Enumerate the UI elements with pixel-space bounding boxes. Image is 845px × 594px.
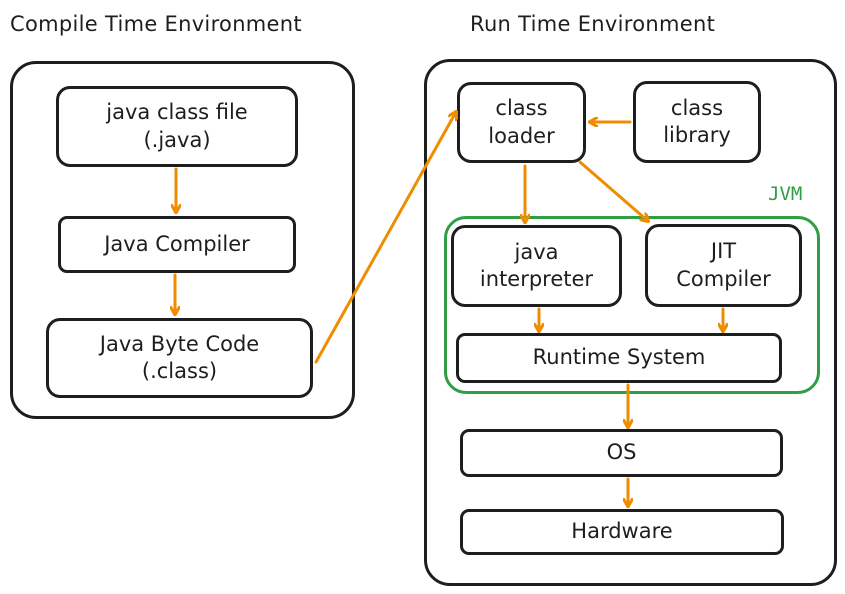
run-time-container xyxy=(424,59,837,586)
java-source-file-line-1: java class file xyxy=(106,100,248,125)
java-compiler-label: Java Compiler xyxy=(104,231,250,256)
class-loader-box: class loader xyxy=(457,82,586,163)
java-interpreter-box: java interpreter xyxy=(451,225,622,307)
java-byte-code-line-2: (.class) xyxy=(141,359,218,383)
arrow-loader-to-jit xyxy=(578,160,648,221)
java-byte-code-line-1: Java Byte Code xyxy=(99,331,260,356)
java-byte-code-box: Java Byte Code (.class) xyxy=(46,318,313,398)
java-compiler-box: Java Compiler xyxy=(58,216,296,273)
class-library-line-2: library xyxy=(663,123,731,147)
run-time-title: Run Time Environment xyxy=(470,12,716,36)
java-interpreter-line-1: java xyxy=(514,239,559,264)
class-loader-line-2: loader xyxy=(488,123,555,148)
jit-compiler-line-2: Compiler xyxy=(676,266,771,291)
hardware-label: Hardware xyxy=(571,519,673,544)
jit-compiler-box: JIT Compiler xyxy=(645,224,802,307)
java-source-file-line-2: (.java) xyxy=(143,127,211,152)
class-loader-line-1: class xyxy=(495,96,548,121)
jvm-label: JVM xyxy=(768,183,803,205)
compile-time-container xyxy=(10,61,355,419)
jit-compiler-line-1: JIT xyxy=(710,239,737,264)
runtime-system-label: Runtime System xyxy=(532,345,706,370)
arrow-bytecode-to-class-loader xyxy=(314,112,456,364)
java-interpreter-line-2: interpreter xyxy=(479,267,594,291)
jvm-group xyxy=(444,216,820,394)
class-library-box: class library xyxy=(633,81,761,163)
compile-time-title: Compile Time Environment xyxy=(10,12,302,36)
os-label: OS xyxy=(606,440,637,465)
runtime-system-box: Runtime System xyxy=(456,333,782,383)
hardware-box: Hardware xyxy=(460,509,784,555)
os-box: OS xyxy=(460,429,783,477)
java-source-file-box: java class file (.java) xyxy=(56,86,298,167)
class-library-line-1: class xyxy=(670,95,724,120)
